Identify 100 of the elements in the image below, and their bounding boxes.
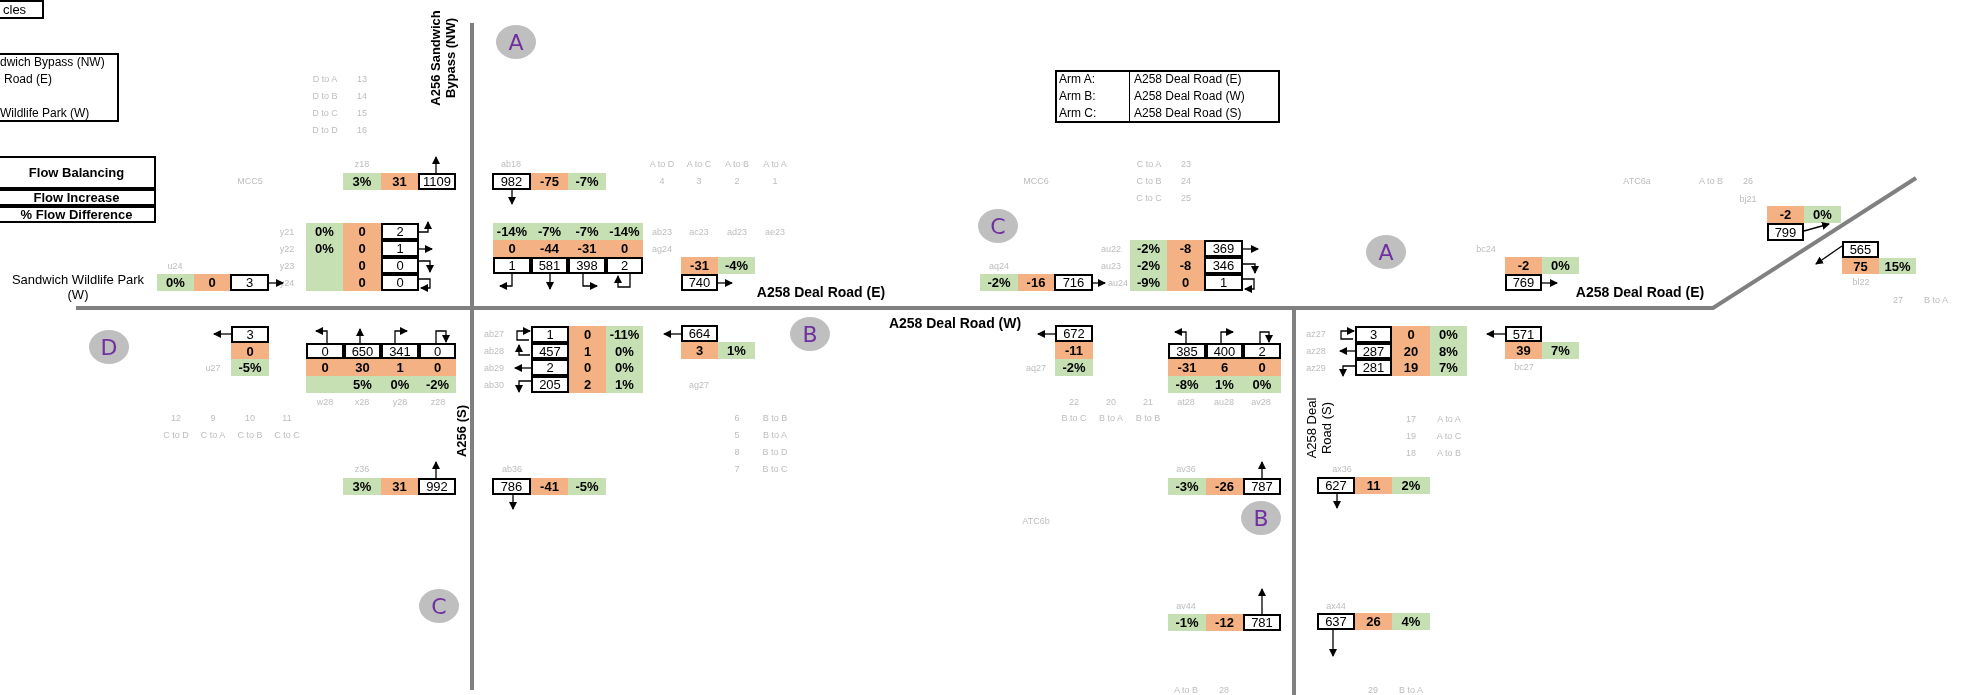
flow-increase-cell: 31	[381, 173, 418, 190]
flow-value-cell: 716	[1054, 274, 1093, 291]
reference-label: ag27	[689, 380, 709, 390]
percent-difference-cell: 2%	[1392, 477, 1430, 494]
reference-label: MCC5	[237, 176, 263, 186]
percent-difference-cell: 0%	[1430, 326, 1467, 343]
reference-label: D to D	[312, 125, 338, 135]
percent-difference-cell: 0%	[1243, 376, 1281, 393]
flow-value-cell: 2	[381, 223, 419, 240]
arm-description: A258 Deal Road (S)	[1134, 105, 1243, 122]
flow-increase-cell: 75	[1842, 258, 1879, 274]
key-cell: % Flow Difference	[0, 206, 156, 223]
percent-difference-cell: 0%	[306, 223, 343, 240]
percent-difference-cell: 0%	[306, 240, 343, 257]
percent-difference-cell: 8%	[1430, 343, 1467, 359]
reference-label: 5	[734, 430, 740, 440]
reference-label: 17	[1406, 414, 1416, 424]
reference-label: ATC6a	[1623, 176, 1651, 186]
reference-label: ax44	[1326, 601, 1346, 611]
road-name: A256 (S)	[453, 404, 469, 459]
reference-label: x28	[354, 397, 370, 407]
percent-difference-cell: -14%	[606, 223, 643, 240]
reference-label: B to B	[762, 413, 788, 423]
percent-difference-cell: 7%	[1542, 342, 1579, 359]
flow-increase-cell: 20	[1392, 343, 1430, 359]
reference-label: C to C	[274, 430, 300, 440]
flow-value-cell: 3	[1355, 326, 1392, 343]
arm-marker: A	[496, 25, 536, 59]
flow-increase-cell: 0	[194, 274, 230, 291]
flow-value-cell: 1	[381, 240, 419, 257]
arm-description: A258 Deal Road (W)	[1134, 88, 1246, 105]
flow-increase-cell: 1	[569, 343, 606, 359]
reference-label: ab18	[501, 159, 521, 169]
percent-difference-cell: -1%	[1168, 614, 1206, 631]
reference-label: 28	[1219, 685, 1229, 695]
reference-label: 24	[1181, 176, 1191, 186]
reference-label: D to C	[312, 108, 338, 118]
arm-description: dwich Bypass (NW)	[0, 54, 106, 70]
reference-label: C to D	[163, 430, 189, 440]
reference-label: ae23	[765, 227, 785, 237]
reference-label: at28	[1177, 397, 1195, 407]
reference-label: ATC6b	[1022, 516, 1050, 526]
percent-difference-cell: 0%	[606, 359, 643, 376]
reference-label: 3	[696, 176, 702, 186]
percent-difference-cell: 3%	[343, 478, 381, 495]
reference-label: 15	[357, 108, 367, 118]
arm-description: Wildlife Park (W)	[0, 105, 91, 121]
flow-increase-cell: -2	[1767, 206, 1804, 223]
reference-label: z28	[430, 397, 446, 407]
flow-increase-cell: -12	[1206, 614, 1243, 631]
reference-label: ab29	[484, 363, 504, 373]
reference-label: 19	[1406, 431, 1416, 441]
reference-label: aq24	[989, 261, 1009, 271]
reference-label: ad23	[727, 227, 747, 237]
percent-difference-cell: -11%	[606, 326, 643, 343]
flow-value-cell: 2	[531, 359, 569, 376]
percent-difference-cell: -9%	[1130, 274, 1167, 291]
flow-value-cell: 457	[531, 343, 569, 359]
flow-value-cell: 369	[1204, 240, 1243, 257]
reference-label: av44	[1176, 601, 1196, 611]
reference-label: 23	[1181, 159, 1191, 169]
flow-increase-cell: -31	[1168, 359, 1206, 376]
reference-label: y23	[279, 261, 295, 271]
flow-value-cell: 781	[1243, 614, 1281, 631]
flow-increase-cell: 0	[419, 359, 456, 376]
percent-difference-cell: 3%	[343, 173, 381, 190]
percent-difference-cell: 0%	[1542, 257, 1579, 274]
arm-marker: C	[978, 209, 1018, 243]
reference-label: au23	[1101, 261, 1121, 271]
flow-value-cell: 571	[1505, 326, 1542, 342]
reference-label: ax36	[1332, 464, 1352, 474]
flow-value-cell: 385	[1168, 343, 1206, 359]
flow-value-cell: 281	[1355, 359, 1392, 376]
flow-value-cell: 1	[1204, 274, 1243, 291]
percent-difference-cell: -8%	[1168, 376, 1206, 393]
road-name: A258 Deal Road (W)	[888, 315, 1022, 331]
flow-value-cell: 1	[493, 257, 531, 274]
percent-difference-cell: -5%	[568, 478, 606, 495]
reference-label: 6	[734, 413, 740, 423]
table-cell: cles	[0, 0, 44, 19]
flow-increase-cell: 0	[343, 257, 381, 274]
reference-label: u27	[205, 363, 221, 373]
reference-label: z18	[354, 159, 370, 169]
reference-label: B to D	[762, 447, 788, 457]
flow-increase-cell: 39	[1505, 342, 1542, 359]
flow-value-cell: 786	[492, 478, 531, 495]
flow-increase-cell: 0	[493, 240, 531, 257]
flow-increase-cell: -31	[568, 240, 606, 257]
flow-value-cell: 672	[1055, 325, 1093, 342]
flow-value-cell: 650	[344, 343, 381, 359]
reference-label: au28	[1214, 397, 1234, 407]
flow-value-cell: 346	[1204, 257, 1243, 274]
percent-difference-cell: 0%	[381, 376, 419, 393]
flow-increase-cell: 1	[381, 359, 419, 376]
reference-label: bl22	[1852, 277, 1870, 287]
flow-value-cell: 992	[418, 478, 456, 495]
reference-label: 9	[210, 413, 216, 423]
arm-marker: C	[419, 589, 459, 623]
flow-increase-cell: -8	[1167, 257, 1204, 274]
arm-marker: B	[1241, 501, 1281, 535]
